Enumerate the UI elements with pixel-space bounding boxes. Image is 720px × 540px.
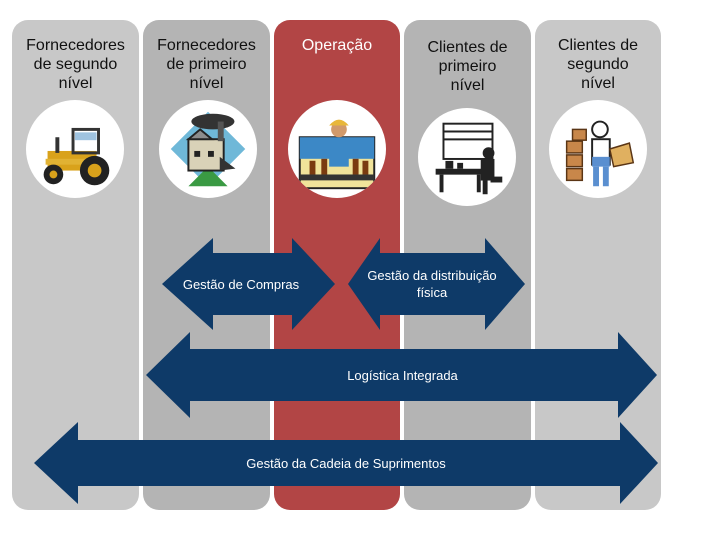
- logistica-arrow: [146, 332, 657, 418]
- column-second-tier-customers: Clientes de segundo nível: [535, 20, 661, 510]
- factory-icon: [159, 100, 257, 198]
- cadeia-arrow-label: Gestão da Cadeia de Suprimentos: [246, 456, 446, 471]
- consumer-icon: [549, 100, 647, 198]
- column-label: Operação: [301, 37, 373, 54]
- column-label: Clientes de segundo nível: [557, 37, 639, 92]
- column-label: Clientes de primeiro nível: [427, 39, 508, 94]
- cadeia-arrow: [34, 422, 658, 504]
- tractor-icon: [26, 100, 124, 198]
- distributor-icon: [418, 108, 516, 206]
- logistica-arrow-label: Logística Integrada: [347, 368, 458, 383]
- compras-arrow: [162, 238, 335, 330]
- column-label: Fornecedores de segundo nível: [26, 37, 125, 92]
- distribuicao-arrow: [348, 238, 525, 330]
- distribuicao-arrow-label: Gestão da distribuição física: [367, 268, 497, 300]
- compras-arrow-label: Gestão de Compras: [182, 277, 300, 292]
- worker-icon: [288, 100, 386, 198]
- column-label: Fornecedores de primeiro nível: [157, 37, 256, 92]
